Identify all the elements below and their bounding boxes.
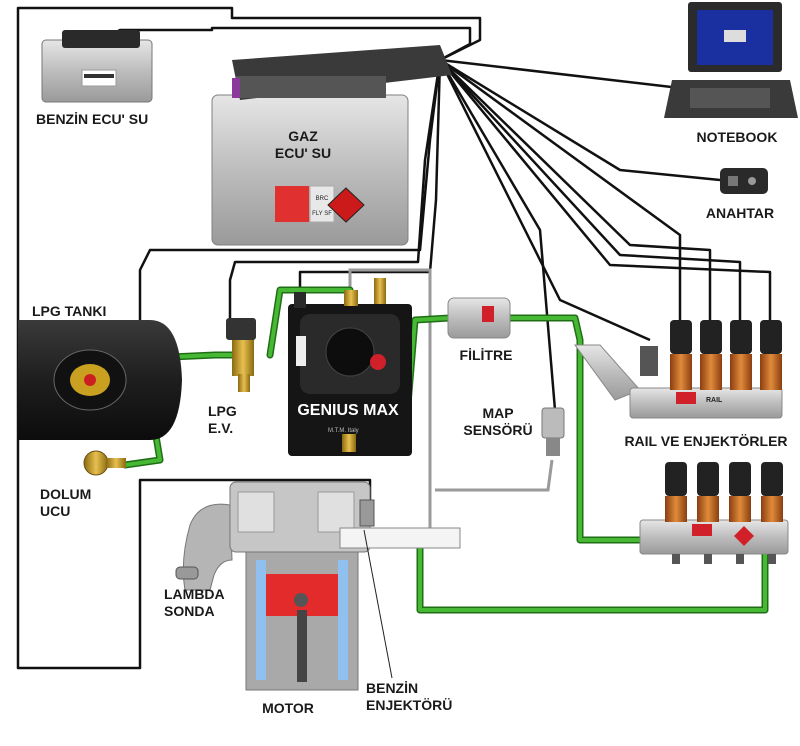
label-lpg-ev: LPG E.V. bbox=[208, 403, 237, 436]
injector-coils-lower bbox=[665, 462, 783, 522]
wire-inj-4 bbox=[439, 59, 772, 320]
label-benzin-enjektoru: BENZİN ENJEKTÖRÜ bbox=[366, 680, 453, 713]
label-dolum-ucu: DOLUM UCU bbox=[40, 486, 92, 519]
injector-coils-upper bbox=[670, 320, 782, 390]
wire-notebook bbox=[439, 58, 681, 90]
map-vacuum-hose bbox=[348, 268, 554, 540]
wiring-harness bbox=[16, 6, 772, 670]
label-genius-max: GENIUS MAX bbox=[297, 402, 399, 419]
label-anahtar: ANAHTAR bbox=[706, 205, 774, 221]
wire-tank bbox=[138, 59, 442, 330]
label-notebook: NOTEBOOK bbox=[697, 129, 778, 145]
benzin-enjektor-leader bbox=[363, 529, 393, 679]
map-sensor bbox=[541, 407, 565, 456]
component-labels: BENZİN ECU' SU NOTEBOOK ANAHTAR LPG TANK… bbox=[32, 111, 788, 716]
lpg-electrovalve bbox=[226, 318, 256, 392]
benzin-ecu bbox=[41, 30, 153, 103]
reducer-maker-text: M.T.M. Italy bbox=[328, 428, 359, 434]
rail-injectors-lower bbox=[639, 462, 789, 564]
label-filitre: FİLİTRE bbox=[460, 347, 513, 363]
gaz-ecu: BRC FLY SF bbox=[211, 45, 452, 246]
rail-injectors-upper: RAIL bbox=[574, 320, 783, 419]
label-gaz-ecu: GAZ ECU' SU bbox=[274, 128, 332, 161]
wire-outer-loop bbox=[16, 6, 482, 670]
wire-map bbox=[438, 59, 557, 411]
engine-motor bbox=[175, 481, 461, 691]
notebook-computer bbox=[664, 2, 798, 118]
ecu-model-text: FLY SF bbox=[312, 211, 332, 217]
lpg-tank bbox=[18, 320, 182, 440]
wire-inj-2 bbox=[439, 59, 712, 320]
dolum-ucu-filler bbox=[83, 450, 126, 476]
ecu-brand-badge: BRC bbox=[316, 196, 329, 202]
wire-lpg-ev bbox=[228, 59, 442, 320]
label-benzin-ecu: BENZİN ECU' SU bbox=[36, 111, 148, 127]
wire-rail-sensor bbox=[438, 59, 651, 342]
gas-filter bbox=[447, 297, 511, 339]
label-lpg-tanki: LPG TANKI bbox=[32, 303, 106, 319]
anahtar-switch bbox=[720, 168, 768, 194]
label-motor: MOTOR bbox=[262, 700, 314, 716]
label-rail-ve-enjektorler: RAIL VE ENJEKTÖRLER bbox=[624, 433, 787, 449]
wire-inj-1 bbox=[439, 58, 682, 320]
wire-anahtar bbox=[439, 58, 721, 182]
rail-badge-upper: RAIL bbox=[706, 397, 723, 404]
label-lambda-sonda: LAMBDA SONDA bbox=[164, 586, 225, 619]
label-map-sensoru: MAP SENSÖRÜ bbox=[463, 405, 533, 438]
wire-inj-3 bbox=[439, 59, 742, 320]
genius-max-reducer: M.T.M. Italy bbox=[288, 278, 412, 456]
